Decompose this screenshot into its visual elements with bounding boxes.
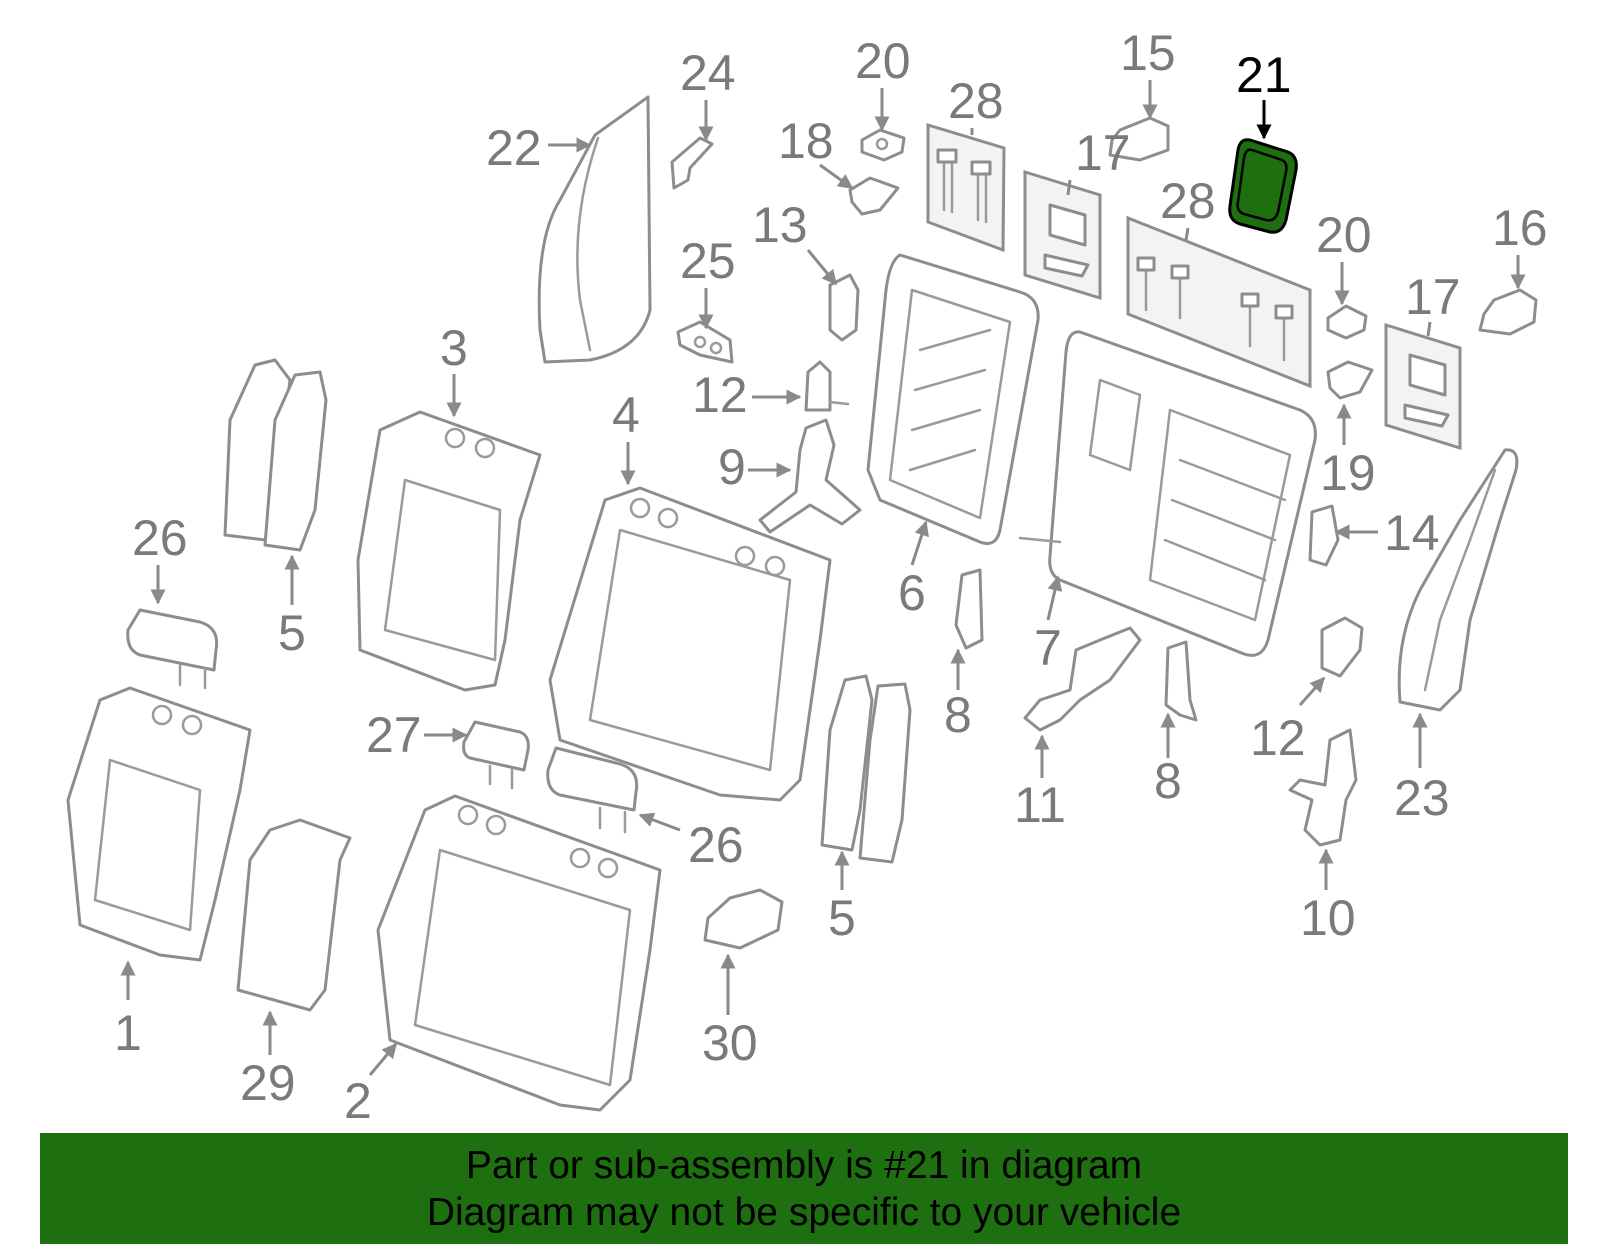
callout-23: 23 <box>1394 770 1450 826</box>
callout-22: 22 <box>486 120 542 176</box>
callout-26: 26 <box>132 510 188 566</box>
part-3-seat-back <box>356 410 542 692</box>
part-7-frame <box>1018 330 1317 657</box>
callout-25: 25 <box>680 233 736 289</box>
callout-13: 13 <box>752 197 808 253</box>
part-20-nut <box>860 128 906 162</box>
callout-2: 2 <box>344 1073 372 1129</box>
callout-3: 3 <box>440 320 468 376</box>
part-4-seat-back <box>548 486 832 802</box>
part-23-side-trim <box>1397 448 1519 712</box>
part-12-pivot <box>804 360 850 412</box>
part-30-bracket <box>703 888 784 950</box>
callout-27: 27 <box>366 707 422 763</box>
part-17-latch-kit-right <box>1384 322 1462 451</box>
part-22-side-trim <box>537 95 652 364</box>
callout-11: 11 <box>1014 777 1066 833</box>
callout-5: 5 <box>278 605 306 661</box>
callout-28: 28 <box>948 73 1004 129</box>
part-14-bracket <box>1308 504 1340 567</box>
part-6-frame <box>866 253 1040 545</box>
callout-10: 10 <box>1300 890 1356 946</box>
callout-18: 18 <box>778 113 834 169</box>
part-2-seat-cushion <box>376 794 662 1112</box>
callout-8: 8 <box>944 687 972 743</box>
part-16-bracket <box>1478 288 1538 336</box>
part-8-bracket <box>954 568 984 650</box>
callout-5-lower: 5 <box>828 890 856 946</box>
callout-1: 1 <box>114 1005 142 1061</box>
part-28-bolt-kit <box>926 122 1006 253</box>
part-10-latch-bracket <box>1288 728 1358 847</box>
part-29-armrest <box>236 818 352 1012</box>
part-17-latch-kit <box>1023 169 1102 301</box>
callout-14: 14 <box>1384 505 1440 561</box>
part-13-pivot <box>828 273 860 342</box>
callout-26-lower: 26 <box>688 817 744 873</box>
part-5-bolster-lower <box>820 674 912 864</box>
banner-line-1: Part or sub-assembly is #21 in diagram <box>465 1143 1143 1187</box>
callout-8-lower: 8 <box>1154 753 1182 809</box>
callout-30: 30 <box>702 1015 758 1071</box>
part-9-hinge-bracket <box>758 418 862 534</box>
part-20-nut-right <box>1326 304 1368 340</box>
part-5-bolster <box>223 358 328 552</box>
part-28-bolt-kit-right <box>1126 215 1312 389</box>
callout-19: 19 <box>1320 445 1376 501</box>
callout-24: 24 <box>680 45 736 101</box>
callout-17: 17 <box>1075 125 1131 181</box>
info-banner: Part or sub-assembly is #21 in diagram D… <box>40 1133 1568 1244</box>
callout-16: 16 <box>1492 200 1548 256</box>
callout-28-right: 28 <box>1160 173 1216 229</box>
banner-line-2: Diagram may not be specific to your vehi… <box>426 1190 1182 1234</box>
part-26-headrest-lower <box>546 746 639 834</box>
callout-17-right: 17 <box>1405 269 1461 325</box>
callout-21: 21 <box>1236 47 1292 103</box>
part-27-headrest <box>462 720 530 790</box>
callout-12-lower: 12 <box>1250 710 1306 766</box>
callout-9: 9 <box>718 439 746 495</box>
part-12-pivot-lower <box>1320 616 1364 678</box>
part-21-highlighted <box>1228 138 1298 234</box>
callout-12: 12 <box>692 367 748 423</box>
callout-4: 4 <box>612 387 640 443</box>
part-8-bracket-lower <box>1164 640 1198 722</box>
callouts: 22 24 20 28 15 18 17 21 28 20 16 17 13 2… <box>114 25 1548 1129</box>
part-11-hinge <box>1023 626 1142 732</box>
callout-20-right: 20 <box>1316 207 1372 263</box>
part-18-bracket <box>848 176 900 216</box>
callout-7: 7 <box>1034 620 1062 676</box>
part-24-clip <box>670 136 714 190</box>
callout-6: 6 <box>898 565 926 621</box>
callout-20: 20 <box>855 33 911 89</box>
part-26-headrest <box>126 608 219 690</box>
part-19-bracket <box>1326 360 1374 400</box>
callout-15: 15 <box>1120 25 1176 81</box>
callout-29: 29 <box>240 1055 296 1111</box>
part-1-seat-back <box>66 686 252 962</box>
